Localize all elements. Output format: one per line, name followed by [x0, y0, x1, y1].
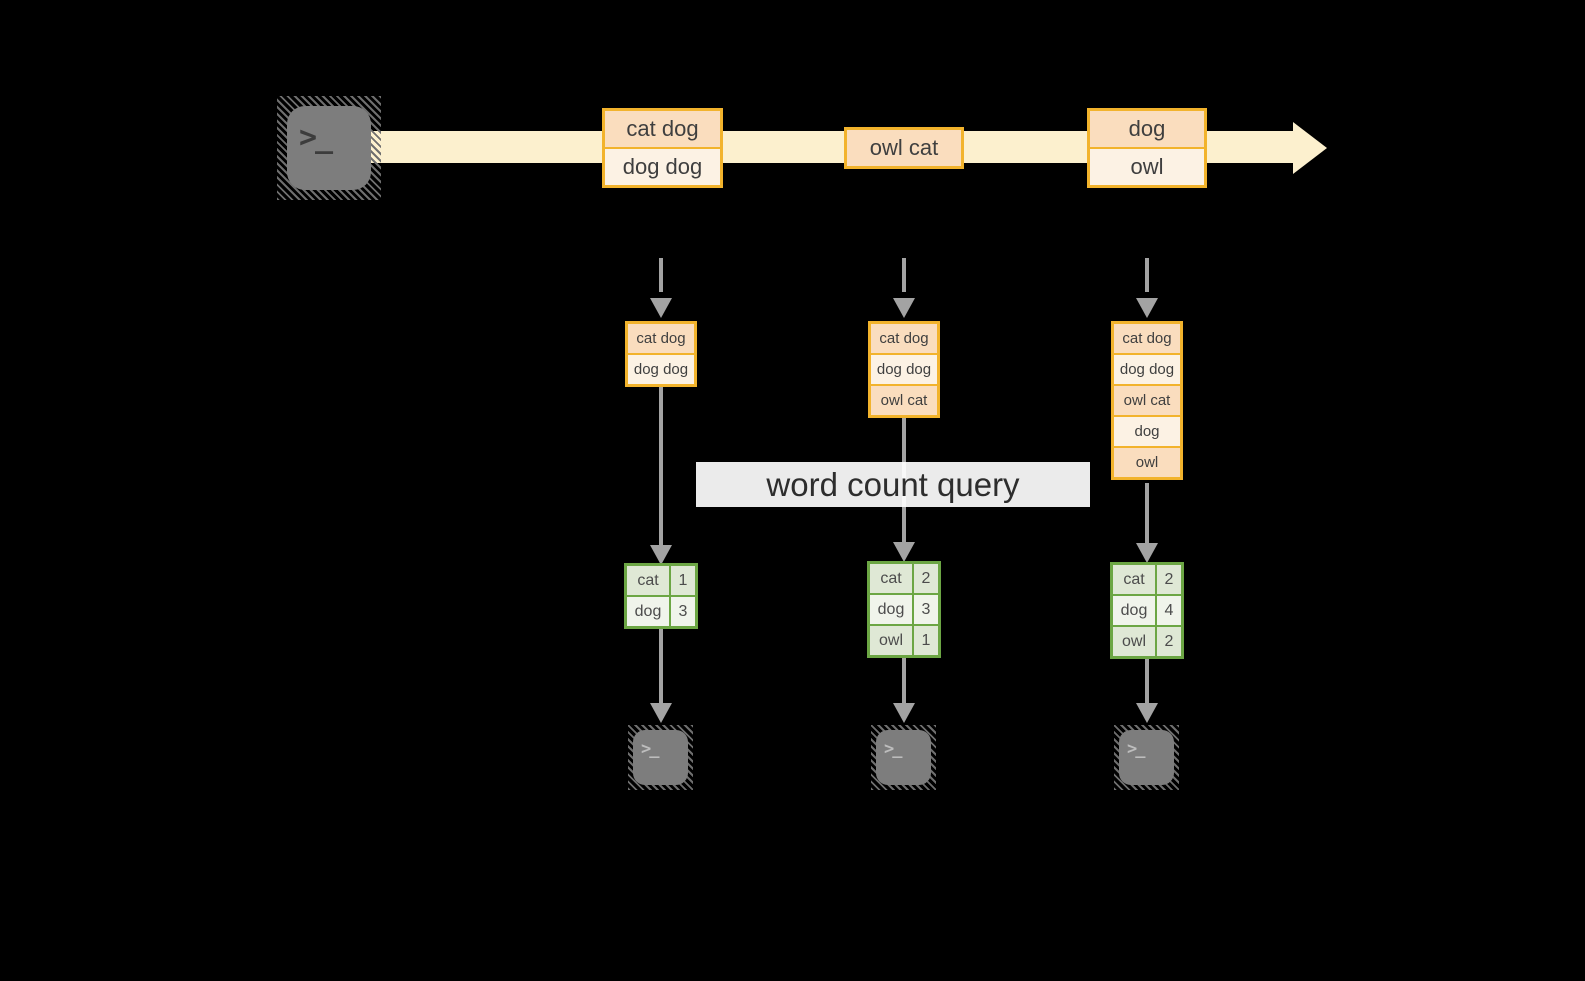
count-value-cell: 1 [914, 626, 938, 655]
arrowhead [1136, 543, 1158, 563]
terminal-prompt-glyph: >_ [1127, 739, 1146, 759]
count-value-cell: 2 [1157, 565, 1181, 594]
buffer-stack-1: cat dog dog dog [625, 321, 697, 387]
terminal-screen: >_ [876, 730, 931, 785]
stream-record: cat dog [605, 111, 720, 147]
count-word-cell: owl [1113, 627, 1155, 656]
buffer-record: owl [1114, 446, 1180, 477]
arrow-shaft [1145, 258, 1149, 292]
buffer-record: cat dog [1114, 324, 1180, 353]
terminal-prompt-glyph: >_ [641, 739, 660, 759]
count-table-3: cat 2 dog 4 owl 2 [1110, 562, 1184, 659]
sink-terminal-icon: >_ [628, 725, 693, 790]
stream-record: dog dog [605, 147, 720, 185]
stream-record-group-1: cat dog dog dog [602, 108, 723, 188]
buffer-record: dog dog [1114, 353, 1180, 384]
buffer-record: dog dog [628, 353, 694, 384]
count-word-cell: owl [870, 626, 912, 655]
buffer-record: cat dog [871, 324, 937, 353]
query-label: word count query [696, 462, 1090, 507]
arrow-shaft [659, 387, 663, 545]
count-table-2: cat 2 dog 3 owl 1 [867, 561, 941, 658]
arrowhead [650, 298, 672, 318]
stream-record: owl [1090, 147, 1204, 185]
terminal-screen: >_ [1119, 730, 1174, 785]
sink-terminal-icon: >_ [871, 725, 936, 790]
count-word-cell: cat [627, 566, 669, 595]
count-word-cell: dog [627, 597, 669, 626]
arrow-down-icon [650, 629, 672, 723]
arrowhead [893, 542, 915, 562]
buffer-stack-3: cat dog dog dog owl cat dog owl [1111, 321, 1183, 480]
arrow-shaft [659, 629, 663, 703]
count-value-cell: 2 [1157, 627, 1181, 656]
dashed-arrow-down-icon [893, 258, 915, 318]
arrow-shaft [659, 258, 663, 292]
count-value-cell: 3 [914, 595, 938, 624]
buffer-record: dog dog [871, 353, 937, 384]
terminal-screen: >_ [287, 106, 371, 190]
sink-terminal-icon: >_ [1114, 725, 1179, 790]
count-value-cell: 2 [914, 564, 938, 593]
count-value-cell: 1 [671, 566, 695, 595]
arrowhead [1136, 298, 1158, 318]
count-value-cell: 3 [671, 597, 695, 626]
arrow-down-icon [1136, 659, 1158, 723]
source-terminal-icon: >_ [277, 96, 381, 200]
arrow-shaft [902, 658, 906, 703]
terminal-prompt-glyph: >_ [299, 120, 333, 155]
terminal-prompt-glyph: >_ [884, 739, 903, 759]
stream-record-group-2: owl cat [844, 127, 964, 169]
dashed-arrow-down-icon [650, 258, 672, 318]
buffer-record: cat dog [628, 324, 694, 353]
count-table-1: cat 1 dog 3 [624, 563, 698, 629]
count-word-cell: cat [1113, 565, 1155, 594]
arrowhead [1136, 703, 1158, 723]
terminal-screen: >_ [633, 730, 688, 785]
arrowhead [650, 703, 672, 723]
count-word-cell: dog [1113, 596, 1155, 625]
arrow-down-icon [650, 387, 672, 565]
buffer-record: owl cat [1114, 384, 1180, 415]
arrowhead [893, 703, 915, 723]
stream-record: dog [1090, 111, 1204, 147]
arrowhead [650, 545, 672, 565]
arrow-shaft [1145, 483, 1149, 543]
arrow-shaft [1145, 659, 1149, 703]
arrow-shaft [902, 258, 906, 292]
dashed-arrow-down-icon [1136, 258, 1158, 318]
arrow-down-icon [893, 658, 915, 723]
stream-record-group-3: dog owl [1087, 108, 1207, 188]
count-value-cell: 4 [1157, 596, 1181, 625]
stream-record: owl cat [847, 130, 961, 166]
buffer-record: owl cat [871, 384, 937, 415]
count-word-cell: cat [870, 564, 912, 593]
stream-arrowhead [1293, 122, 1327, 174]
arrowhead [893, 298, 915, 318]
count-word-cell: dog [870, 595, 912, 624]
buffer-record: dog [1114, 415, 1180, 446]
arrow-down-icon [1136, 483, 1158, 563]
buffer-stack-2: cat dog dog dog owl cat [868, 321, 940, 418]
